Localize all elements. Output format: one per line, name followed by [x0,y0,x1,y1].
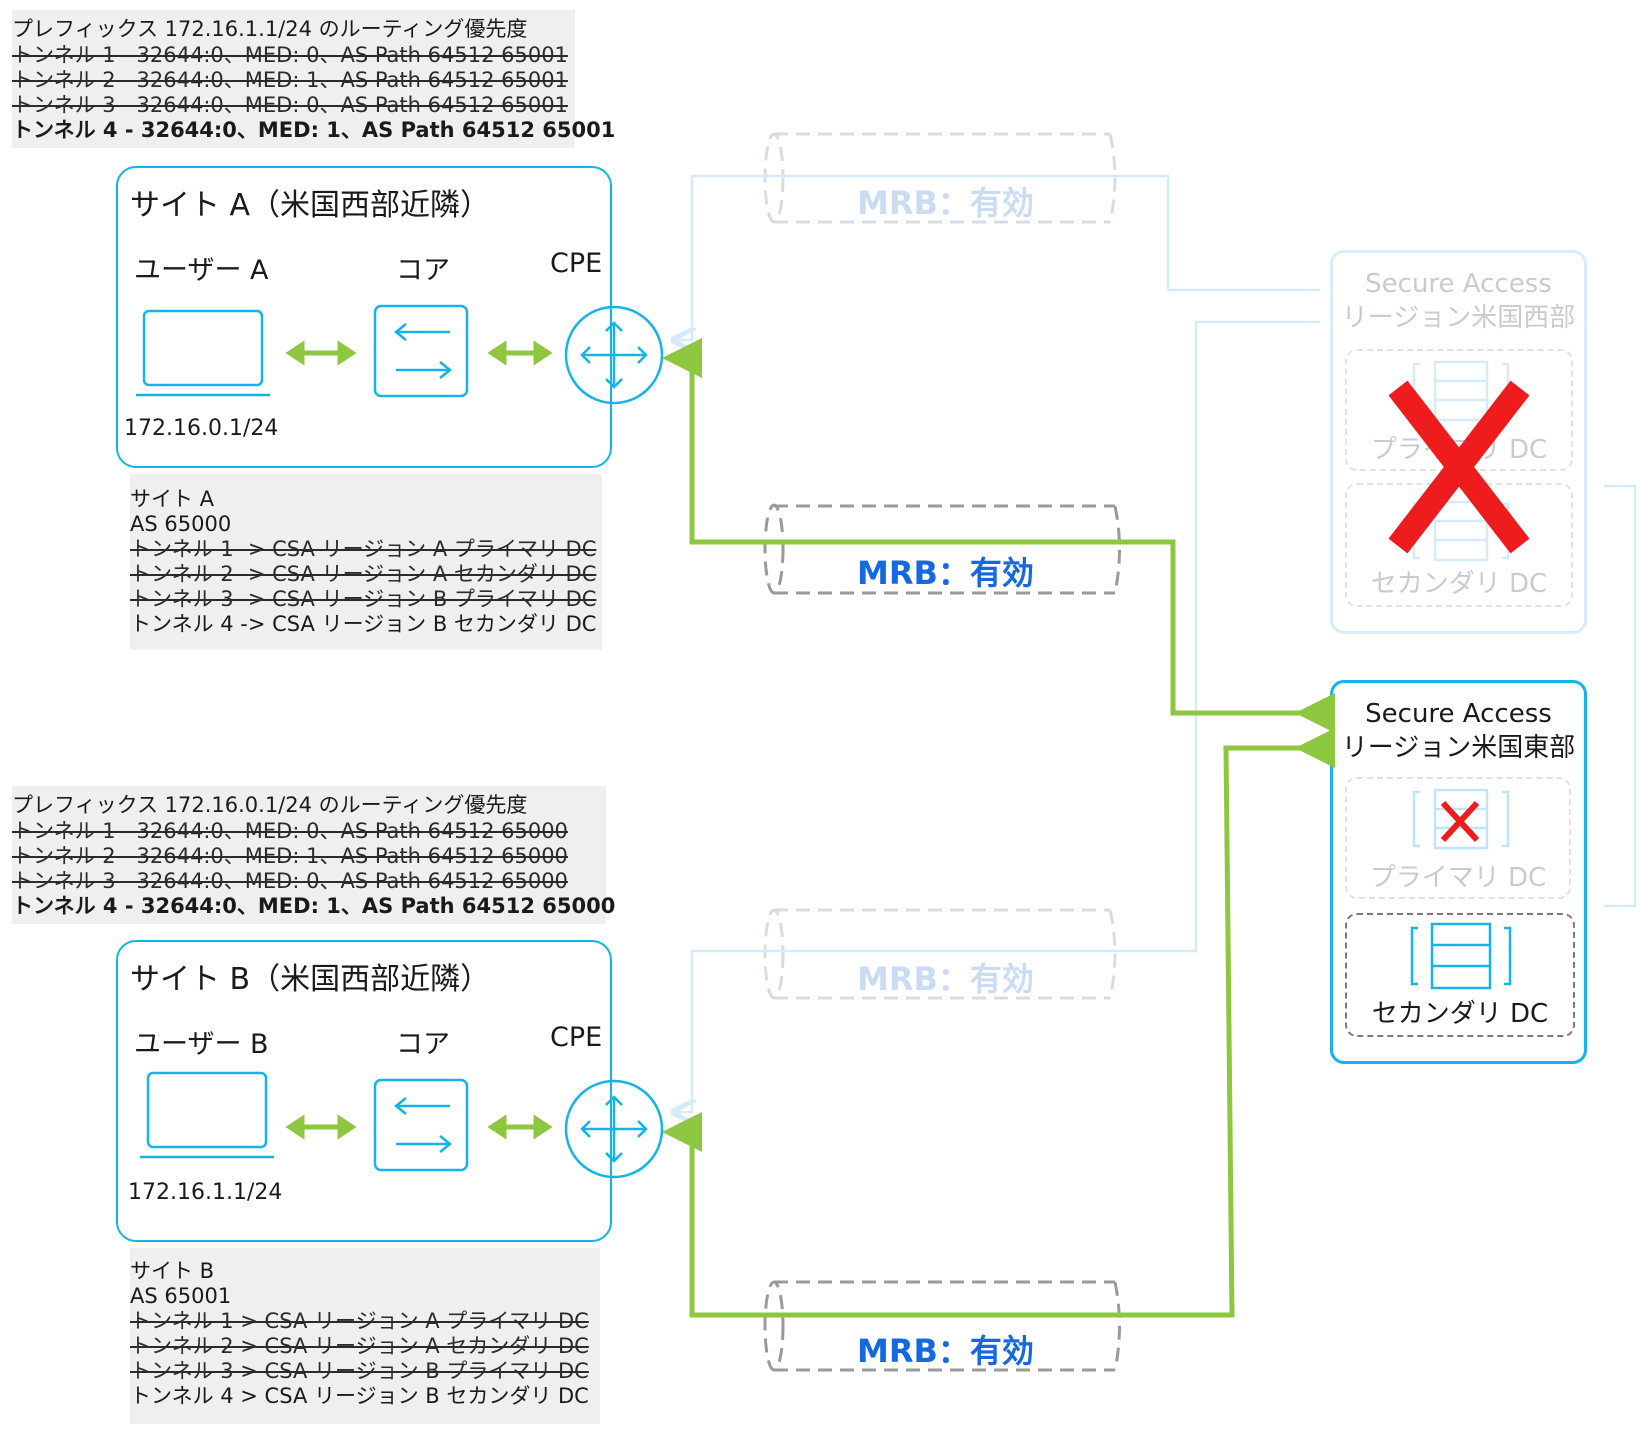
site-a-title: サイト A（米国西部近隣） [130,188,491,223]
region-us-east-secondary-dc-label: セカンダリ DC [1371,999,1549,1029]
prefix-b-line-4: トンネル 4 - 32644:0、MED: 1、AS Path 64512 65… [12,894,616,918]
region-failure-x-icon [1388,380,1530,554]
tunnel-1-mrb-label: MRB：有効 [857,184,1034,222]
bidirectional-arrow-icon [285,340,357,366]
prefix-a-line-4: トンネル 4 - 32644:0、MED: 1、AS Path 64512 65… [12,118,616,142]
site-a-info-tunnel-1: トンネル 1 -> CSA リージョン A プライマリ DC [130,537,597,561]
site-b-info-tunnel-3: トンネル 3 > CSA リージョン B プライマリ DC [130,1359,589,1383]
region-us-east-title-2: リージョン米国東部 [1341,733,1576,763]
region-us-east-title-1: Secure Access [1365,699,1552,729]
router-icon [564,305,664,405]
site-a-info-tunnel-4: トンネル 4 -> CSA リージョン B セカンダリ DC [130,612,597,636]
prefix-a-title: プレフィックス 172.16.1.1/24 のルーティング優先度 [12,17,528,41]
tunnel-4-mrb-label: MRB：有効 [857,1332,1034,1370]
site-a-user-label: ユーザー A [134,255,269,286]
site-b-panel: サイト B（米国西部近隣） ユーザー B コア CPE 172.16.1.1/2… [116,940,612,1242]
site-b-core-label: コア [396,1029,450,1060]
prefix-a-line-1: トンネル 1 - 32644:0、MED: 0、AS Path 64512 65… [12,43,568,67]
site-b-ip: 172.16.1.1/24 [128,1180,283,1205]
tunnel-3-mrb-label: MRB：有効 [857,960,1034,998]
site-b-info-tunnel-4: トンネル 4 > CSA リージョン B セカンダリ DC [130,1384,589,1408]
path-site-b-active [662,728,1335,1318]
site-b-info-tunnel-2: トンネル 2 > CSA リージョン A セカンダリ DC [130,1334,589,1358]
site-b-info-as: AS 65001 [130,1284,232,1308]
site-b-info-box: サイト B AS 65001 トンネル 1 > CSA リージョン A プライマ… [130,1248,600,1424]
region-us-east-secondary-dc: セカンダリ DC [1345,913,1575,1037]
site-b-info-site: サイト B [130,1259,215,1283]
prefix-b-line-3: トンネル 3 - 32644:0、MED: 0、AS Path 64512 65… [12,869,568,893]
site-a-info-site: サイト A [130,487,215,511]
prefix-a-box: プレフィックス 172.16.1.1/24 のルーティング優先度 トンネル 1 … [12,10,615,148]
site-a-info-tunnel-2: トンネル 2 -> CSA リージョン A セカンダリ DC [130,562,597,586]
region-us-east-primary-dc: プライマリ DC [1345,777,1571,899]
site-a-ip: 172.16.0.1/24 [124,416,279,441]
prefix-b-line-1: トンネル 1 - 32644:0、MED: 0、AS Path 64512 65… [12,819,568,843]
site-b-cpe-label: CPE [550,1022,603,1053]
tunnel-1-cylinder [763,132,1117,224]
region-us-west-title-1: Secure Access [1365,269,1552,299]
path-west-east-link [1604,484,1637,908]
switch-icon [373,1078,469,1172]
server-icon [1412,788,1510,850]
laptop-icon [140,1071,274,1159]
site-a-core-label: コア [396,255,450,286]
tunnel-4-cylinder [763,1280,1121,1372]
region-us-west-title-2: リージョン米国西部 [1341,303,1576,333]
bidirectional-arrow-icon [487,340,553,366]
site-a-panel: サイト A（米国西部近隣） ユーザー A コア CPE 172.16.0.1/2… [116,166,612,468]
prefix-b-line-2: トンネル 2 - 32644:0、MED: 1、AS Path 64512 65… [12,844,568,868]
site-b-user-label: ユーザー B [134,1029,269,1060]
prefix-b-title: プレフィックス 172.16.0.1/24 のルーティング優先度 [12,793,528,817]
bidirectional-arrow-icon [487,1114,553,1140]
site-b-info-tunnel-1: トンネル 1 > CSA リージョン A プライマリ DC [130,1309,589,1333]
path-site-a-active [662,338,1335,733]
site-a-info-box: サイト A AS 65000 トンネル 1 -> CSA リージョン A プライ… [130,474,602,650]
site-a-cpe-label: CPE [550,248,603,279]
dc-failure-x-icon [1440,800,1480,843]
prefix-a-line-2: トンネル 2 - 32644:0、MED: 1、AS Path 64512 65… [12,68,568,92]
prefix-b-box: プレフィックス 172.16.0.1/24 のルーティング優先度 トンネル 1 … [12,786,615,924]
region-us-west-secondary-dc-label: セカンダリ DC [1370,569,1548,599]
region-us-east-primary-dc-label: プライマリ DC [1369,863,1547,893]
router-icon [564,1079,664,1179]
switch-icon [373,304,469,398]
laptop-icon [136,309,270,397]
site-a-info-tunnel-3: トンネル 3 -> CSA リージョン B プライマリ DC [130,587,597,611]
bidirectional-arrow-icon [285,1114,357,1140]
prefix-a-line-3: トンネル 3 - 32644:0、MED: 0、AS Path 64512 65… [12,93,568,117]
site-a-info-as: AS 65000 [130,512,232,536]
site-b-title: サイト B（米国西部近隣） [130,962,491,997]
tunnel-2-mrb-label: MRB：有効 [857,554,1034,592]
region-us-west: Secure Access リージョン米国西部 プライマリ DC セカンダリ D… [1330,250,1587,634]
server-icon [1410,922,1512,990]
